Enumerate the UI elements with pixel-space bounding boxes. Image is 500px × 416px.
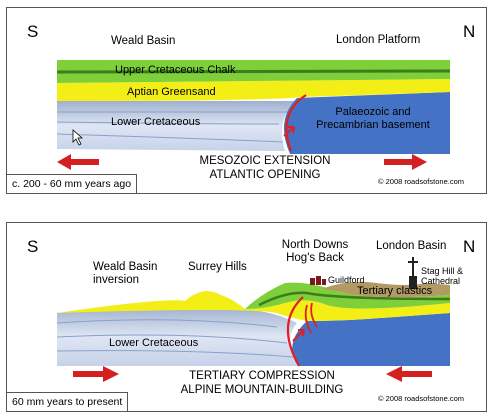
stag-hill-label: Stag Hill & Cathedral <box>421 266 464 287</box>
copyright-label-2: © 2008 roadsofstone.com <box>378 394 464 403</box>
lower-cretaceous-layer-2 <box>57 306 298 366</box>
left-pointing-arrow-icon <box>386 366 432 382</box>
basement-block <box>283 92 450 154</box>
right-pointing-arrow-icon <box>73 366 119 382</box>
chalk-label: Upper Cretaceous Chalk <box>115 64 236 76</box>
london-basin-label: London Basin <box>376 240 447 252</box>
north-downs-label: North Downs Hog's Back <box>275 239 355 265</box>
right-arrow-icon <box>384 154 427 170</box>
left-arrow-icon <box>57 154 99 170</box>
copyright-label: © 2008 roadsofstone.com <box>378 177 464 186</box>
london-platform-label: London Platform <box>336 34 421 46</box>
weald-basin-label: Weald Basin <box>111 35 176 47</box>
stag-hill-line1: Stag Hill & <box>421 266 464 276</box>
compression-cross-section <box>56 257 451 382</box>
stag-hill-line2: Cathedral <box>421 275 461 286</box>
tertiary-clastics <box>322 281 450 298</box>
caption-line2: ATLANTIC OPENING <box>209 169 321 182</box>
extension-caption: MESOZOIC EXTENSION ATLANTIC OPENING <box>175 154 355 183</box>
north-downs-line1: North Downs <box>281 239 349 251</box>
basement-label: Palaeozoic and Precambrian basement <box>303 106 443 131</box>
basement-block-2 <box>292 313 450 366</box>
period-label-2: 60 mm years to present <box>7 392 129 411</box>
caption2-line1: TERTIARY COMPRESSION <box>189 370 335 382</box>
tertiary-clastics-label: Tertiary clastics <box>357 285 433 297</box>
lower-cretaceous-label-2: Lower Cretaceous <box>109 337 199 349</box>
weald-inversion-line1: Weald Basin <box>93 261 158 273</box>
north-downs-line2: Hog's Back <box>286 252 344 265</box>
extension-cross-section <box>56 60 451 170</box>
normal-fault <box>285 94 307 152</box>
basement-label-line1: Palaeozoic and <box>335 106 411 118</box>
compression-caption: TERTIARY COMPRESSION ALPINE MOUNTAIN-BUI… <box>162 369 362 398</box>
reverse-fault <box>286 296 304 367</box>
greensand-layer <box>57 79 450 101</box>
guildford-buildings-icon <box>310 276 326 285</box>
lower-cretaceous-layer <box>57 101 297 151</box>
cursor-icon <box>72 129 84 146</box>
extension-panel: S N Weald Basin London Platform Upper Cr… <box>6 7 487 194</box>
compression-panel: S N Weald Basin inversion Surrey Hills N… <box>6 222 487 412</box>
weald-inversion-line2: inversion <box>93 274 140 287</box>
greensand-label: Aptian Greensand <box>127 86 216 98</box>
caption2-line2: ALPINE MOUNTAIN-BUILDING <box>180 384 344 397</box>
weald-inversion-label: Weald Basin inversion <box>93 261 157 287</box>
greensand-layer-2 <box>57 296 450 321</box>
surrey-hills-label: Surrey Hills <box>188 261 247 273</box>
south-label-2: S <box>27 237 39 256</box>
cathedral-icon <box>408 257 418 289</box>
basement-label-line2: Precambrian basement <box>316 118 430 131</box>
period-label: c. 200 - 60 mm years ago <box>7 174 138 193</box>
south-label: S <box>27 22 39 41</box>
caption-line1: MESOZOIC EXTENSION <box>199 155 331 167</box>
lower-cretaceous-label: Lower Cretaceous <box>111 116 201 128</box>
north-label: N <box>463 22 476 41</box>
guildford-label: Guildford <box>328 275 365 285</box>
north-label-2: N <box>463 237 476 256</box>
